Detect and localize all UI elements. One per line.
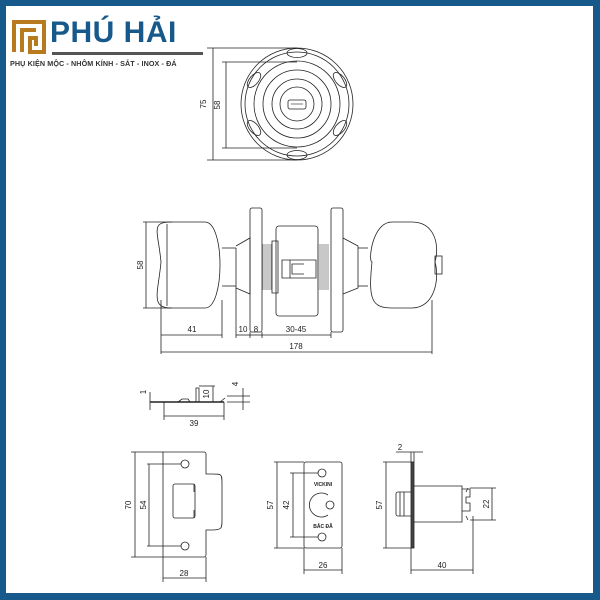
dim-latch-length: 39 <box>190 419 199 428</box>
latch-profile <box>149 385 250 420</box>
dim-latch-side-height: 57 <box>375 500 384 509</box>
dim-offset: 4 <box>231 381 240 386</box>
dim-faceplate-height: 57 <box>266 500 275 509</box>
brand-tagline: PHỤ KIỆN MỘC - NHÔM KÍNH - SẮT - INOX - … <box>10 59 177 68</box>
dim-inner-diameter: 58 <box>213 100 222 109</box>
dim-faceplate-hole-spacing: 42 <box>282 500 291 509</box>
dim-overall-length: 178 <box>289 342 303 351</box>
brand-logo: PHÚ HẢI PHỤ KIỆN MỘC - NHÔM KÍNH - SẮT -… <box>8 14 208 74</box>
side-view <box>143 207 443 354</box>
dim-backset: 40 <box>438 561 447 570</box>
dim-plate-thickness: 2 <box>398 443 403 452</box>
dim-bolt-height: 22 <box>482 499 491 508</box>
strike-plate <box>131 451 223 582</box>
latch-faceplate <box>274 461 343 574</box>
dim-latch-thickness: 1 <box>139 389 148 394</box>
dim-strike-width: 28 <box>180 569 189 578</box>
brand-underline <box>52 52 203 55</box>
brand-mark-icon <box>12 20 46 54</box>
dim-knob-depth: 41 <box>188 325 197 334</box>
dim-door-thickness: 30-45 <box>286 325 307 334</box>
latch-side-view <box>383 451 496 574</box>
dim-strike-hole-spacing: 54 <box>139 500 148 509</box>
dim-outer-diameter: 75 <box>199 99 208 108</box>
brand-name: PHÚ HẢI <box>50 16 177 49</box>
dim-neck: 10 <box>239 325 248 334</box>
faceplate-brand-bottom: BẮC ĐÃ <box>313 522 333 530</box>
dim-rose: 8 <box>254 325 259 334</box>
dim-faceplate-width: 26 <box>319 561 328 570</box>
front-rosette-view <box>207 47 354 161</box>
dim-knob-height: 58 <box>136 260 145 269</box>
dim-strike-height: 70 <box>124 500 133 509</box>
faceplate-brand-top: VICKINI <box>314 482 333 488</box>
dim-lip-height: 10 <box>202 389 211 398</box>
